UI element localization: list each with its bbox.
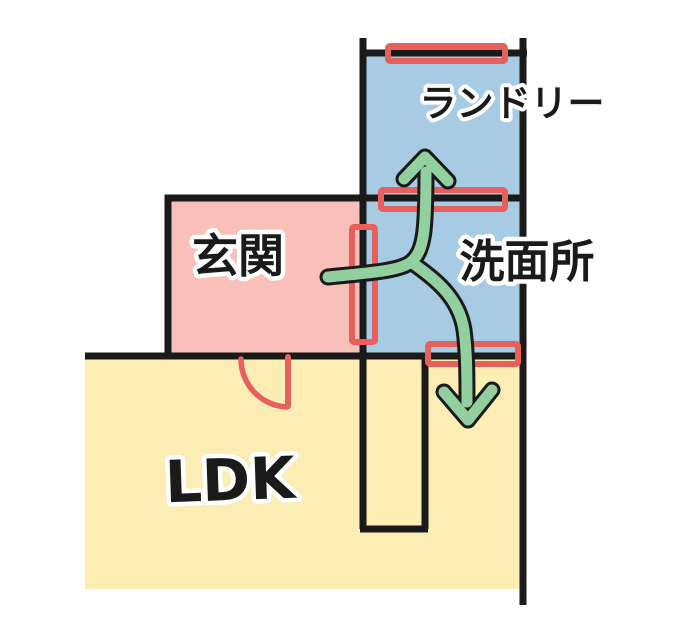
flow-arrow-shaft-down [405,256,473,408]
door-marker-laundry-exterior [385,43,508,64]
flow-arrow [322,151,498,426]
flow-arrow-head-down [438,384,498,426]
door-markers [238,43,521,410]
door-swing-arc-entrance-ldk [238,356,290,410]
label-washroom: 洗面所 [459,235,594,288]
door-marker-laundry-washroom [378,187,508,212]
flow-arrow-head-up [398,151,454,187]
label-entrance: 玄関 [192,229,284,283]
label-laundry: ランドリー [420,82,605,125]
room-labels: ランドリー 洗面所 玄関 LDK [159,78,608,521]
door-marker-entrance-washroom [349,224,378,345]
room-laundry-washroom-area [363,53,523,356]
room-ldk-area [85,356,523,589]
label-ldk: LDK [164,444,298,517]
